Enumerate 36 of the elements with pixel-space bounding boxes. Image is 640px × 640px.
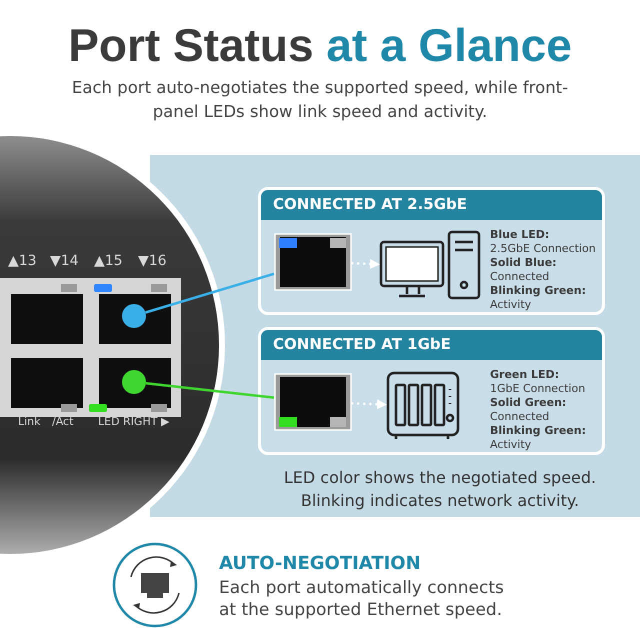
leader-line <box>146 382 274 399</box>
led-label: Blinking Green: <box>490 424 586 437</box>
port-number: ▲15 <box>94 253 123 269</box>
led-description: Connected <box>490 410 550 423</box>
card-heading: CONNECTED AT 2.5GbE <box>273 195 468 213</box>
ethernet-port-drawing <box>274 233 352 291</box>
arrow <box>350 258 380 269</box>
led-label: Solid Green: <box>490 396 566 409</box>
led-label: Blinking Green: <box>490 284 586 297</box>
status-card <box>258 327 605 455</box>
led-description: 2.5GbE Connection <box>490 242 596 255</box>
led-label: Blue LED: <box>490 228 550 241</box>
led-description: Activity <box>490 438 532 451</box>
panel-label: Link <box>18 415 41 428</box>
storage-server-icon <box>386 371 462 441</box>
subtitle: Each port auto-negotiates the supported speed, while front-panel LEDs show link speed and activity. <box>70 77 570 123</box>
feature-description: Each port automatically connects at the supported Ethernet speed. <box>219 577 505 621</box>
port-number: ▼16 <box>138 253 167 269</box>
led-label: Solid Blue: <box>490 256 557 269</box>
desktop-computer-icon <box>379 230 481 302</box>
panel-label: /Act <box>52 415 74 428</box>
led-description: 1GbE Connection <box>490 382 586 395</box>
arrow <box>350 399 388 410</box>
leader-line <box>145 272 274 314</box>
led-description: Connected <box>490 270 550 283</box>
feature-heading: AUTO-NEGOTIATION <box>219 553 421 574</box>
panel-label: LED RIGHT ▶ <box>98 415 170 428</box>
card-heading: CONNECTED AT 1GbE <box>273 335 451 353</box>
led-description: Activity <box>490 298 532 311</box>
status-card <box>258 187 605 315</box>
title: Port Status at a Glance <box>67 18 573 72</box>
note-text: LED color shows the negotiated speed. Blinking indicates network activity. <box>282 467 598 512</box>
port-number: ▲13 <box>8 253 37 269</box>
led-label: Green LED: <box>490 368 560 381</box>
port-number: ▼14 <box>50 253 79 269</box>
ethernet-port-drawing <box>274 373 352 431</box>
